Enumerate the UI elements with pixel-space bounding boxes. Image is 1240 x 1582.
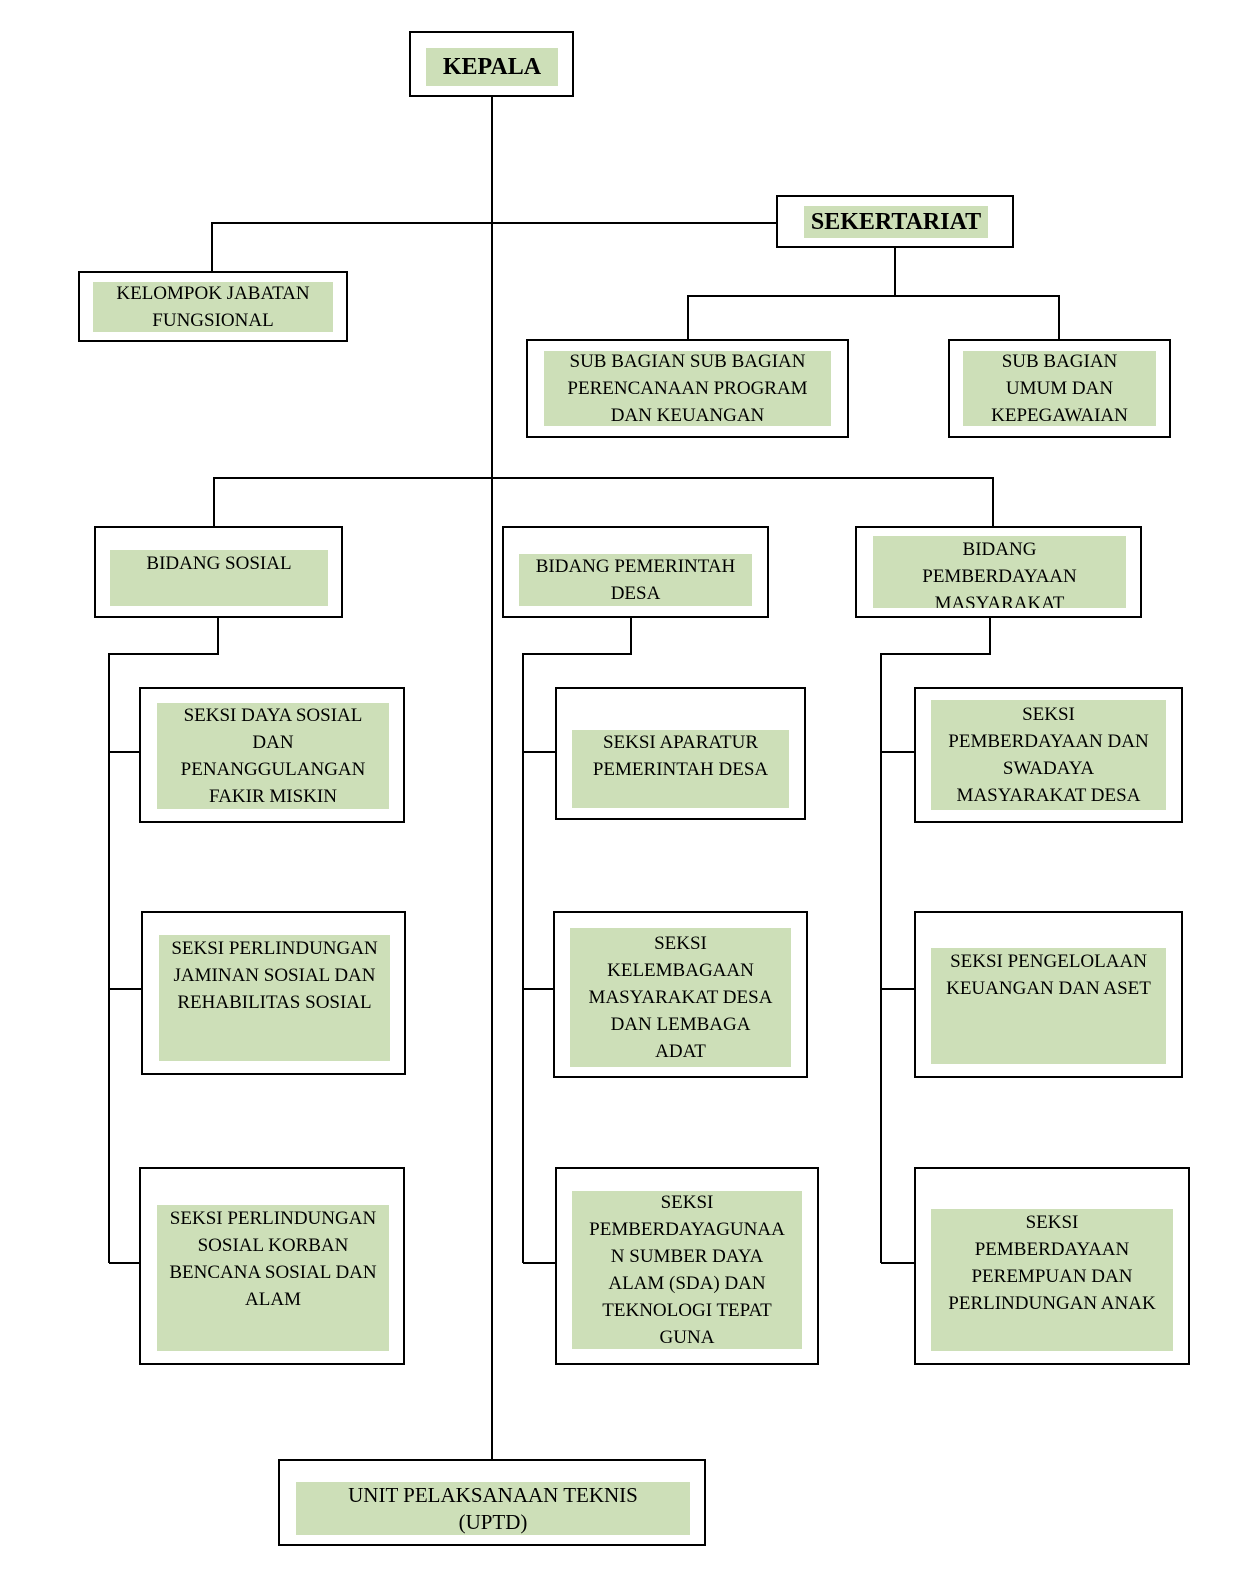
connector-pm-column — [880, 617, 991, 1263]
node-label: SEKSI APARATUR PEMERINTAH DESA — [592, 732, 769, 780]
node-fill: SEKSI APARATUR PEMERINTAH DESA — [572, 730, 789, 808]
node-fill: KEPALA — [426, 48, 558, 86]
node-fill: SEKSI PERLINDUNGAN SOSIAL KORBAN BENCANA… — [157, 1205, 389, 1351]
node-seksi-daya-sosial: SEKSI DAYA SOSIAL DAN PENANGGULANGAN FAK… — [139, 687, 405, 823]
node-label: SEKSI PERLINDUNGAN JAMINAN SOSIAL DAN RE… — [171, 938, 378, 1013]
node-seksi-perlindungan-bencana: SEKSI PERLINDUNGAN SOSIAL KORBAN BENCANA… — [139, 1167, 405, 1365]
node-label: SEKSI PENGELOLAAN KEUANGAN DAN ASET — [946, 951, 1151, 999]
node-label: SEKSI PEMBERDAYAGUNAA N SUMBER DAYA ALAM… — [589, 1192, 785, 1348]
connector-sosial-column — [108, 617, 219, 1263]
node-label: SEKSI PERLINDUNGAN SOSIAL KORBAN BENCANA… — [169, 1208, 377, 1310]
node-fill: SEKSI PENGELOLAAN KEUANGAN DAN ASET — [931, 948, 1166, 1064]
node-label: SEKERTARIAT — [810, 209, 982, 235]
connector-staff-branch — [211, 222, 777, 272]
node-kelompok-jabatan-fungsional: KELOMPOK JABATAN FUNGSIONAL — [78, 271, 348, 342]
node-kepala: KEPALA — [409, 31, 574, 97]
node-label: SEKSI DAYA SOSIAL DAN PENANGGULANGAN FAK… — [180, 705, 366, 807]
node-label: SEKSI KELEMBAGAAN MASYARAKAT DESA DAN LE… — [588, 933, 773, 1062]
node-label: BIDANG SOSIAL — [146, 553, 292, 574]
node-seksi-kelembagaan: SEKSI KELEMBAGAAN MASYARAKAT DESA DAN LE… — [553, 911, 808, 1078]
node-label: BIDANG PEMERINTAH DESA — [535, 556, 736, 604]
node-fill: UNIT PELAKSANAAN TEKNIS (UPTD) — [296, 1482, 690, 1535]
node-fill: SEKSI DAYA SOSIAL DAN PENANGGULANGAN FAK… — [157, 703, 389, 809]
node-label: SEKSI PEMBERDAYAAN PEREMPUAN DAN PERLIND… — [948, 1212, 1156, 1314]
node-label: BIDANG PEMBERDAYAAN MASYARAKAT — [922, 539, 1077, 608]
node-sub-bagian-perencanaan: SUB BAGIAN SUB BAGIAN PERENCANAAN PROGRA… — [526, 339, 849, 438]
node-fill: BIDANG PEMERINTAH DESA — [519, 554, 752, 606]
node-fill: KELOMPOK JABATAN FUNGSIONAL — [93, 282, 333, 332]
node-fill: SUB BAGIAN UMUM DAN KEPEGAWAIAN — [963, 351, 1156, 426]
node-fill: BIDANG PEMBERDAYAAN MASYARAKAT — [873, 536, 1126, 608]
node-seksi-aparatur-pemerintah-desa: SEKSI APARATUR PEMERINTAH DESA — [555, 687, 806, 820]
node-fill: BIDANG SOSIAL — [110, 550, 328, 606]
node-sekertariat: SEKERTARIAT — [776, 195, 1014, 248]
node-bidang-pemberdayaan-masyarakat: BIDANG PEMBERDAYAAN MASYARAKAT — [855, 526, 1142, 618]
node-uptd: UNIT PELAKSANAAN TEKNIS (UPTD) — [278, 1459, 706, 1546]
node-seksi-swadaya-masyarakat: SEKSI PEMBERDAYAAN DAN SWADAYA MASYARAKA… — [914, 687, 1183, 823]
connector-pemdes-column — [522, 617, 632, 1263]
connector-sub-bagian-branch — [687, 295, 1060, 340]
node-label: KELOMPOK JABATAN FUNGSIONAL — [116, 283, 310, 331]
node-bidang-sosial: BIDANG SOSIAL — [94, 526, 343, 618]
node-bidang-pemerintah-desa: BIDANG PEMERINTAH DESA — [502, 526, 769, 618]
node-label: SUB BAGIAN UMUM DAN KEPEGAWAIAN — [991, 351, 1128, 426]
node-fill: SEKSI PEMBERDAYAGUNAA N SUMBER DAYA ALAM… — [572, 1191, 802, 1349]
node-label: SEKSI PEMBERDAYAAN DAN SWADAYA MASYARAKA… — [948, 704, 1149, 806]
node-label: KEPALA — [442, 54, 542, 80]
node-seksi-keuangan-aset: SEKSI PENGELOLAAN KEUANGAN DAN ASET — [914, 911, 1183, 1078]
node-fill: SUB BAGIAN SUB BAGIAN PERENCANAAN PROGRA… — [544, 351, 831, 426]
node-label: SUB BAGIAN SUB BAGIAN PERENCANAAN PROGRA… — [567, 351, 808, 426]
node-seksi-perempuan-anak: SEKSI PEMBERDAYAAN PEREMPUAN DAN PERLIND… — [914, 1167, 1190, 1365]
node-label: UNIT PELAKSANAAN TEKNIS (UPTD) — [348, 1482, 638, 1534]
node-seksi-perlindungan-jaminan: SEKSI PERLINDUNGAN JAMINAN SOSIAL DAN RE… — [141, 911, 406, 1075]
node-sub-bagian-umum: SUB BAGIAN UMUM DAN KEPEGAWAIAN — [948, 339, 1171, 438]
node-fill: SEKSI PEMBERDAYAAN PEREMPUAN DAN PERLIND… — [931, 1209, 1173, 1351]
node-fill: SEKSI KELEMBAGAAN MASYARAKAT DESA DAN LE… — [570, 928, 791, 1067]
node-seksi-sda-teknologi: SEKSI PEMBERDAYAGUNAA N SUMBER DAYA ALAM… — [555, 1167, 819, 1365]
node-fill: SEKSI PERLINDUNGAN JAMINAN SOSIAL DAN RE… — [159, 935, 390, 1061]
connector-bidang-branch — [213, 477, 994, 527]
node-fill: SEKERTARIAT — [804, 206, 988, 238]
node-fill: SEKSI PEMBERDAYAAN DAN SWADAYA MASYARAKA… — [931, 700, 1166, 810]
